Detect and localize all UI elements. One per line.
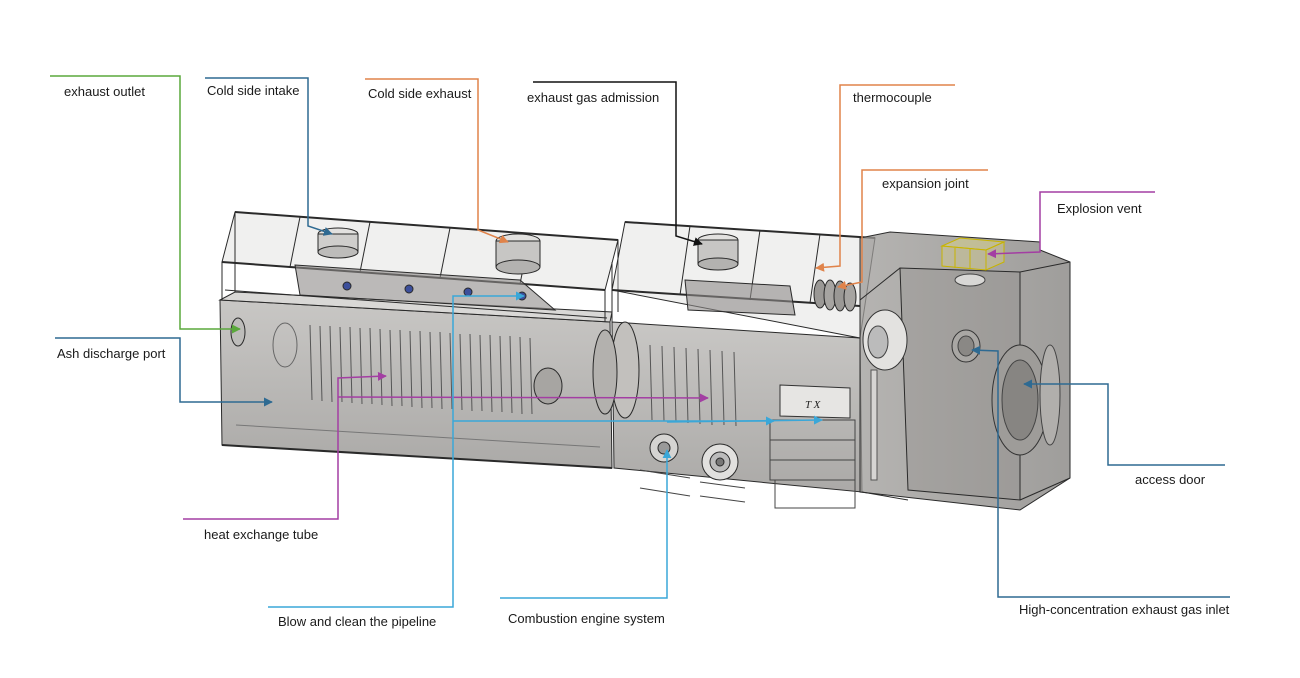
label-access-door: access door bbox=[1135, 472, 1206, 487]
callout-line-combustion-engine-branch bbox=[666, 415, 823, 425]
control-panel-text: T X bbox=[805, 399, 822, 411]
expansion-joint-bellows bbox=[813, 279, 857, 312]
middle-module: T X bbox=[592, 221, 876, 509]
callout-lines bbox=[50, 75, 1230, 608]
callout-line-access-door bbox=[1023, 379, 1225, 466]
callout-line-explosion-vent bbox=[987, 191, 1155, 259]
left-module bbox=[218, 211, 619, 469]
callout-line-blow-and-clean bbox=[268, 291, 525, 608]
label-exhaust-gas-admission: exhaust gas admission bbox=[527, 90, 659, 105]
heat-exchanger-machine: T X bbox=[218, 211, 1071, 511]
callout-line-exhaust-gas-admission bbox=[533, 81, 703, 246]
callout-line-cold-side-intake bbox=[205, 77, 333, 236]
callout-line-heat-exchange-tube bbox=[183, 371, 387, 520]
heat-exchange-tube-bank bbox=[309, 324, 533, 415]
callout-labels: exhaust outlet Cold side intake Cold sid… bbox=[57, 83, 1230, 629]
label-cold-side-exhaust: Cold side exhaust bbox=[368, 86, 472, 101]
label-heat-exchange-tube: heat exchange tube bbox=[204, 527, 318, 542]
callout-line-cold-side-exhaust bbox=[365, 78, 509, 244]
callout-line-exhaust-outlet bbox=[50, 75, 241, 334]
label-combustion-engine-system: Combustion engine system bbox=[508, 611, 665, 626]
callout-line-heat-exchange-tube-branch bbox=[337, 393, 709, 403]
callout-line-thermocouple bbox=[815, 84, 955, 272]
label-thermocouple: thermocouple bbox=[853, 90, 932, 105]
label-expansion-joint: expansion joint bbox=[882, 176, 969, 191]
label-blow-and-clean: Blow and clean the pipeline bbox=[278, 614, 436, 629]
label-explosion-vent: Explosion vent bbox=[1057, 201, 1142, 216]
label-exhaust-outlet: exhaust outlet bbox=[64, 84, 145, 99]
label-cold-side-intake: Cold side intake bbox=[207, 83, 300, 98]
callout-line-combustion-engine bbox=[500, 449, 672, 599]
explosion-vent-frame bbox=[940, 237, 1006, 271]
callout-line-ash-discharge-port bbox=[55, 337, 273, 407]
right-module bbox=[859, 231, 1071, 511]
callout-line-expansion-joint bbox=[837, 169, 988, 290]
callout-line-high-conc-inlet bbox=[971, 345, 1230, 598]
label-high-conc-inlet: High-concentration exhaust gas inlet bbox=[1019, 602, 1230, 617]
label-ash-discharge-port: Ash discharge port bbox=[57, 346, 166, 361]
